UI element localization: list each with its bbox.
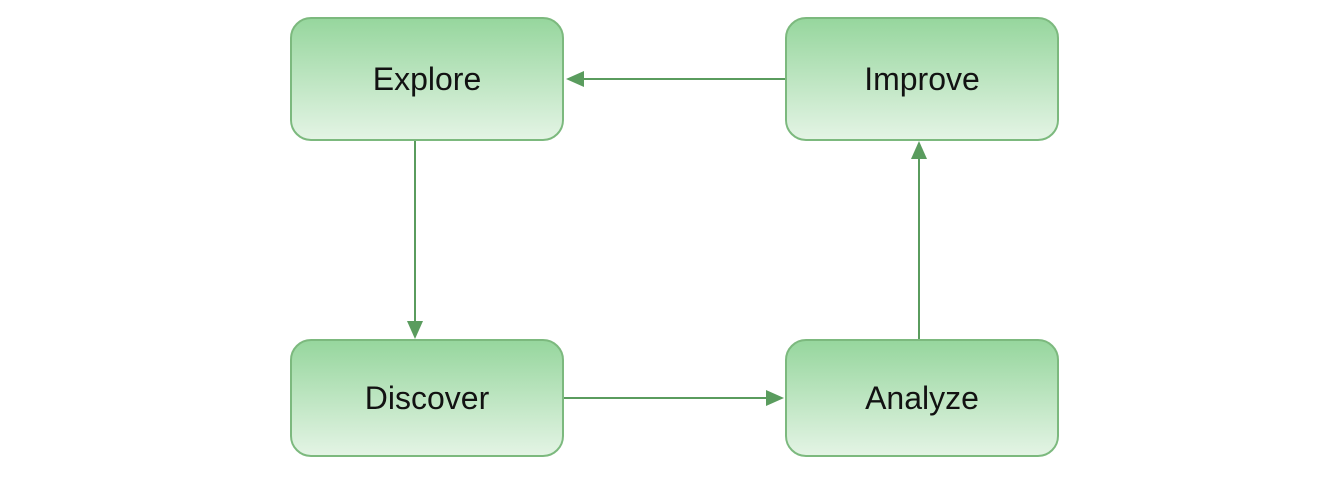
node-explore-box [290, 17, 564, 141]
arrowhead-down-icon [407, 321, 423, 339]
arrowhead-right-icon [766, 390, 784, 406]
node-improve-label: Improve [864, 61, 980, 97]
node-analyze-box [785, 339, 1059, 457]
arrowhead-left-icon [566, 71, 584, 87]
edge-discover-to-analyze [563, 390, 784, 406]
edge-explore-to-discover [407, 140, 423, 339]
edge-analyze-to-improve [911, 141, 927, 340]
node-explore-label: Explore [373, 61, 482, 97]
node-discover-label: Discover [365, 380, 490, 416]
node-discover-box [290, 339, 564, 457]
node-analyze-label: Analyze [865, 380, 979, 416]
arrowhead-up-icon [911, 141, 927, 159]
node-discover: Discover [290, 339, 564, 457]
node-improve: Improve [785, 17, 1059, 141]
edge-improve-to-explore [566, 71, 787, 87]
node-analyze: Analyze [785, 339, 1059, 457]
node-improve-box [785, 17, 1059, 141]
node-explore: Explore [290, 17, 564, 141]
